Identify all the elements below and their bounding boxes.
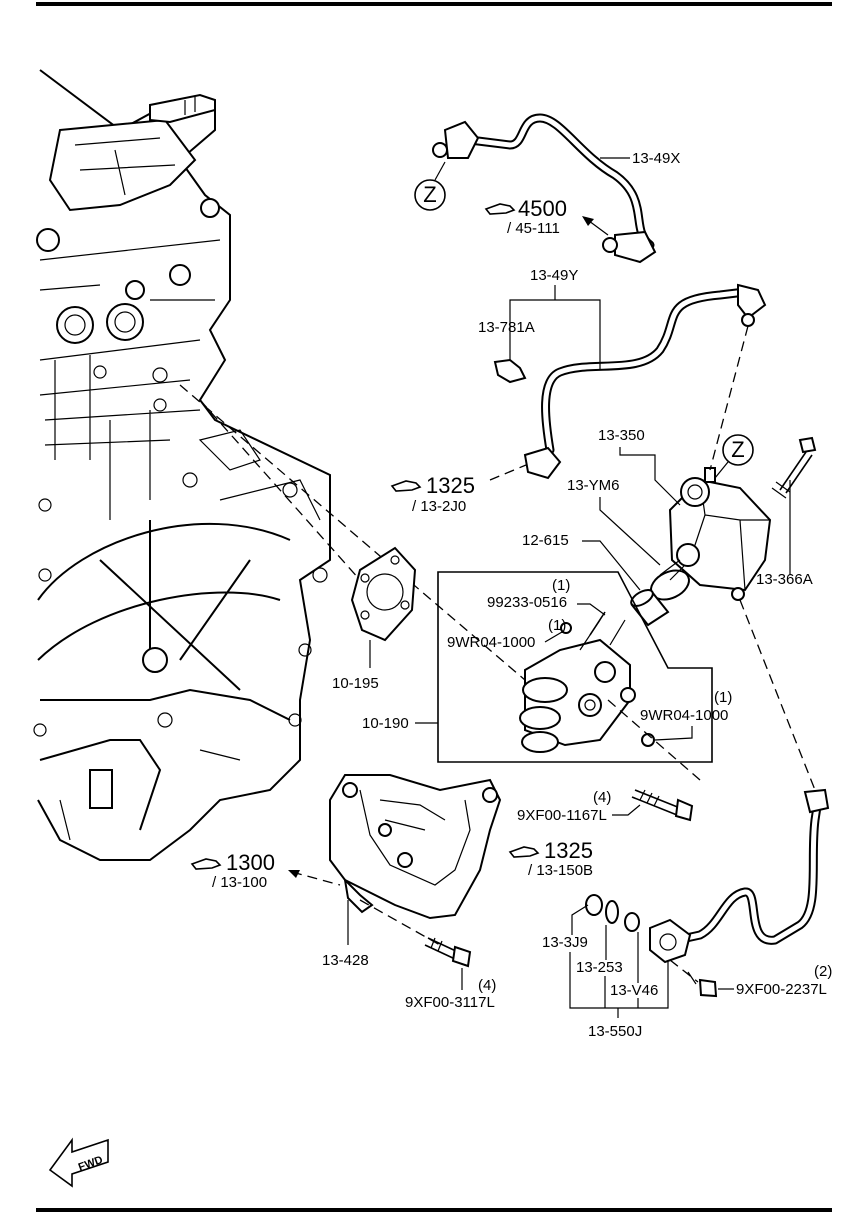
label-13-781a: 13-781A (478, 319, 535, 336)
label-13-428: 13-428 (322, 952, 369, 969)
cradle-assembly-10-190 (437, 571, 713, 763)
top-border (36, 2, 832, 6)
leader-12-615 (582, 540, 641, 591)
lifter-12-615 (630, 589, 670, 627)
ref-1325-upper-section: / 13-2J0 (412, 498, 466, 515)
ref-1325-lower: 1325 / 13-150B (508, 838, 593, 879)
ref-1325-upper: 1325 / 13-2J0 (390, 464, 527, 515)
gasket-10-195 (350, 546, 417, 642)
label-13-366a: 13-366A (756, 571, 813, 588)
pointing-hand-icon (508, 846, 540, 858)
pointing-hand-icon (484, 203, 516, 215)
leader-13-350 (619, 447, 681, 506)
hose-13-550j (585, 788, 830, 964)
bolt-9xf00-1167l (631, 789, 694, 822)
ref-4500-number: 4500 (518, 196, 567, 221)
ref-1325-lower-number: 1325 (544, 838, 593, 863)
dash-pump-to-hose (739, 599, 816, 791)
ref-4500-section: / 45-111 (507, 220, 560, 237)
callout-z-top-label: Z (423, 182, 436, 207)
bracket-13-550j (569, 952, 669, 1009)
bolt-13-366a (771, 436, 817, 499)
label-13-49x: 13-49X (632, 150, 680, 167)
leader-99233-0516 (577, 603, 606, 616)
ref-1325-upper-number: 1325 (426, 473, 475, 498)
dash-cradle-to-bolt (607, 699, 701, 781)
fwd-arrow-icon: FWD (48, 1137, 109, 1188)
pointing-hand-icon (390, 480, 422, 492)
dash-block-to-cradle (179, 384, 526, 681)
label-9xf00-2237l: 9XF00-2237L (736, 981, 827, 998)
ref-1300: 1300 / 13-100 (190, 850, 341, 891)
label-10-190: 10-190 (362, 715, 409, 732)
qty-99233-0516: (1) (552, 577, 570, 594)
pointing-hand-icon (190, 858, 222, 870)
bolt-9xf00-2237l (669, 959, 718, 998)
label-13-49y: 13-49Y (530, 267, 578, 284)
label-9xf00-1167l: 9XF00-1167L (517, 807, 607, 824)
bracket-13-428 (329, 774, 502, 920)
label-10-195: 10-195 (332, 675, 379, 692)
ref-4500: 4500 / 45-111 (484, 196, 609, 237)
label-9wr04-1000-b: 9WR04-1000 (640, 707, 728, 724)
leader-9xf00-1167l (612, 804, 641, 816)
label-13-ym6: 13-YM6 (567, 477, 620, 494)
label-99233-0516: 99233-0516 (487, 594, 567, 611)
callout-z-pump: Z (714, 434, 754, 479)
ref-1300-section: / 13-100 (212, 874, 267, 891)
engine-block-illustration (33, 69, 331, 861)
qty-9wr04-1000-b: (1) (714, 689, 732, 706)
bracket-13-49y (509, 285, 601, 370)
fwd-label: FWD (77, 1154, 105, 1174)
dash-hose-to-pump (709, 325, 749, 471)
label-12-615: 12-615 (522, 532, 569, 549)
bolt-9xf00-3117l (424, 937, 472, 968)
label-9xf00-3117l: 9XF00-3117L (405, 994, 495, 1011)
fuel-pump-13-350 (659, 467, 772, 601)
qty-9xf00-3117l: (4) (478, 977, 496, 994)
leader-13-3j9 (571, 904, 589, 935)
label-13-v46: 13-V46 (610, 982, 658, 999)
label-13-3j9: 13-3J9 (542, 934, 588, 951)
qty-9wr04-1000-a: (1) (548, 617, 566, 634)
callout-z-top: Z (414, 161, 446, 211)
qty-9xf00-2237l: (2) (814, 963, 832, 980)
label-13-550j: 13-550J (588, 1023, 642, 1040)
hose-13-49y (493, 283, 767, 480)
callout-z-pump-label: Z (731, 437, 744, 462)
hose-13-49x (432, 113, 657, 264)
bottom-border (36, 1208, 832, 1212)
ref-1325-lower-section: / 13-150B (528, 862, 593, 879)
label-13-253: 13-253 (576, 959, 623, 976)
dash-block-to-gasket (199, 399, 361, 581)
qty-9xf00-1167l: (4) (593, 789, 611, 806)
label-13-350: 13-350 (598, 427, 645, 444)
leader-13-ym6 (599, 497, 661, 566)
leader-9wr04-1000-b (654, 726, 693, 741)
label-9wr04-1000-a: 9WR04-1000 (447, 634, 535, 651)
ref-1300-number: 1300 (226, 850, 275, 875)
